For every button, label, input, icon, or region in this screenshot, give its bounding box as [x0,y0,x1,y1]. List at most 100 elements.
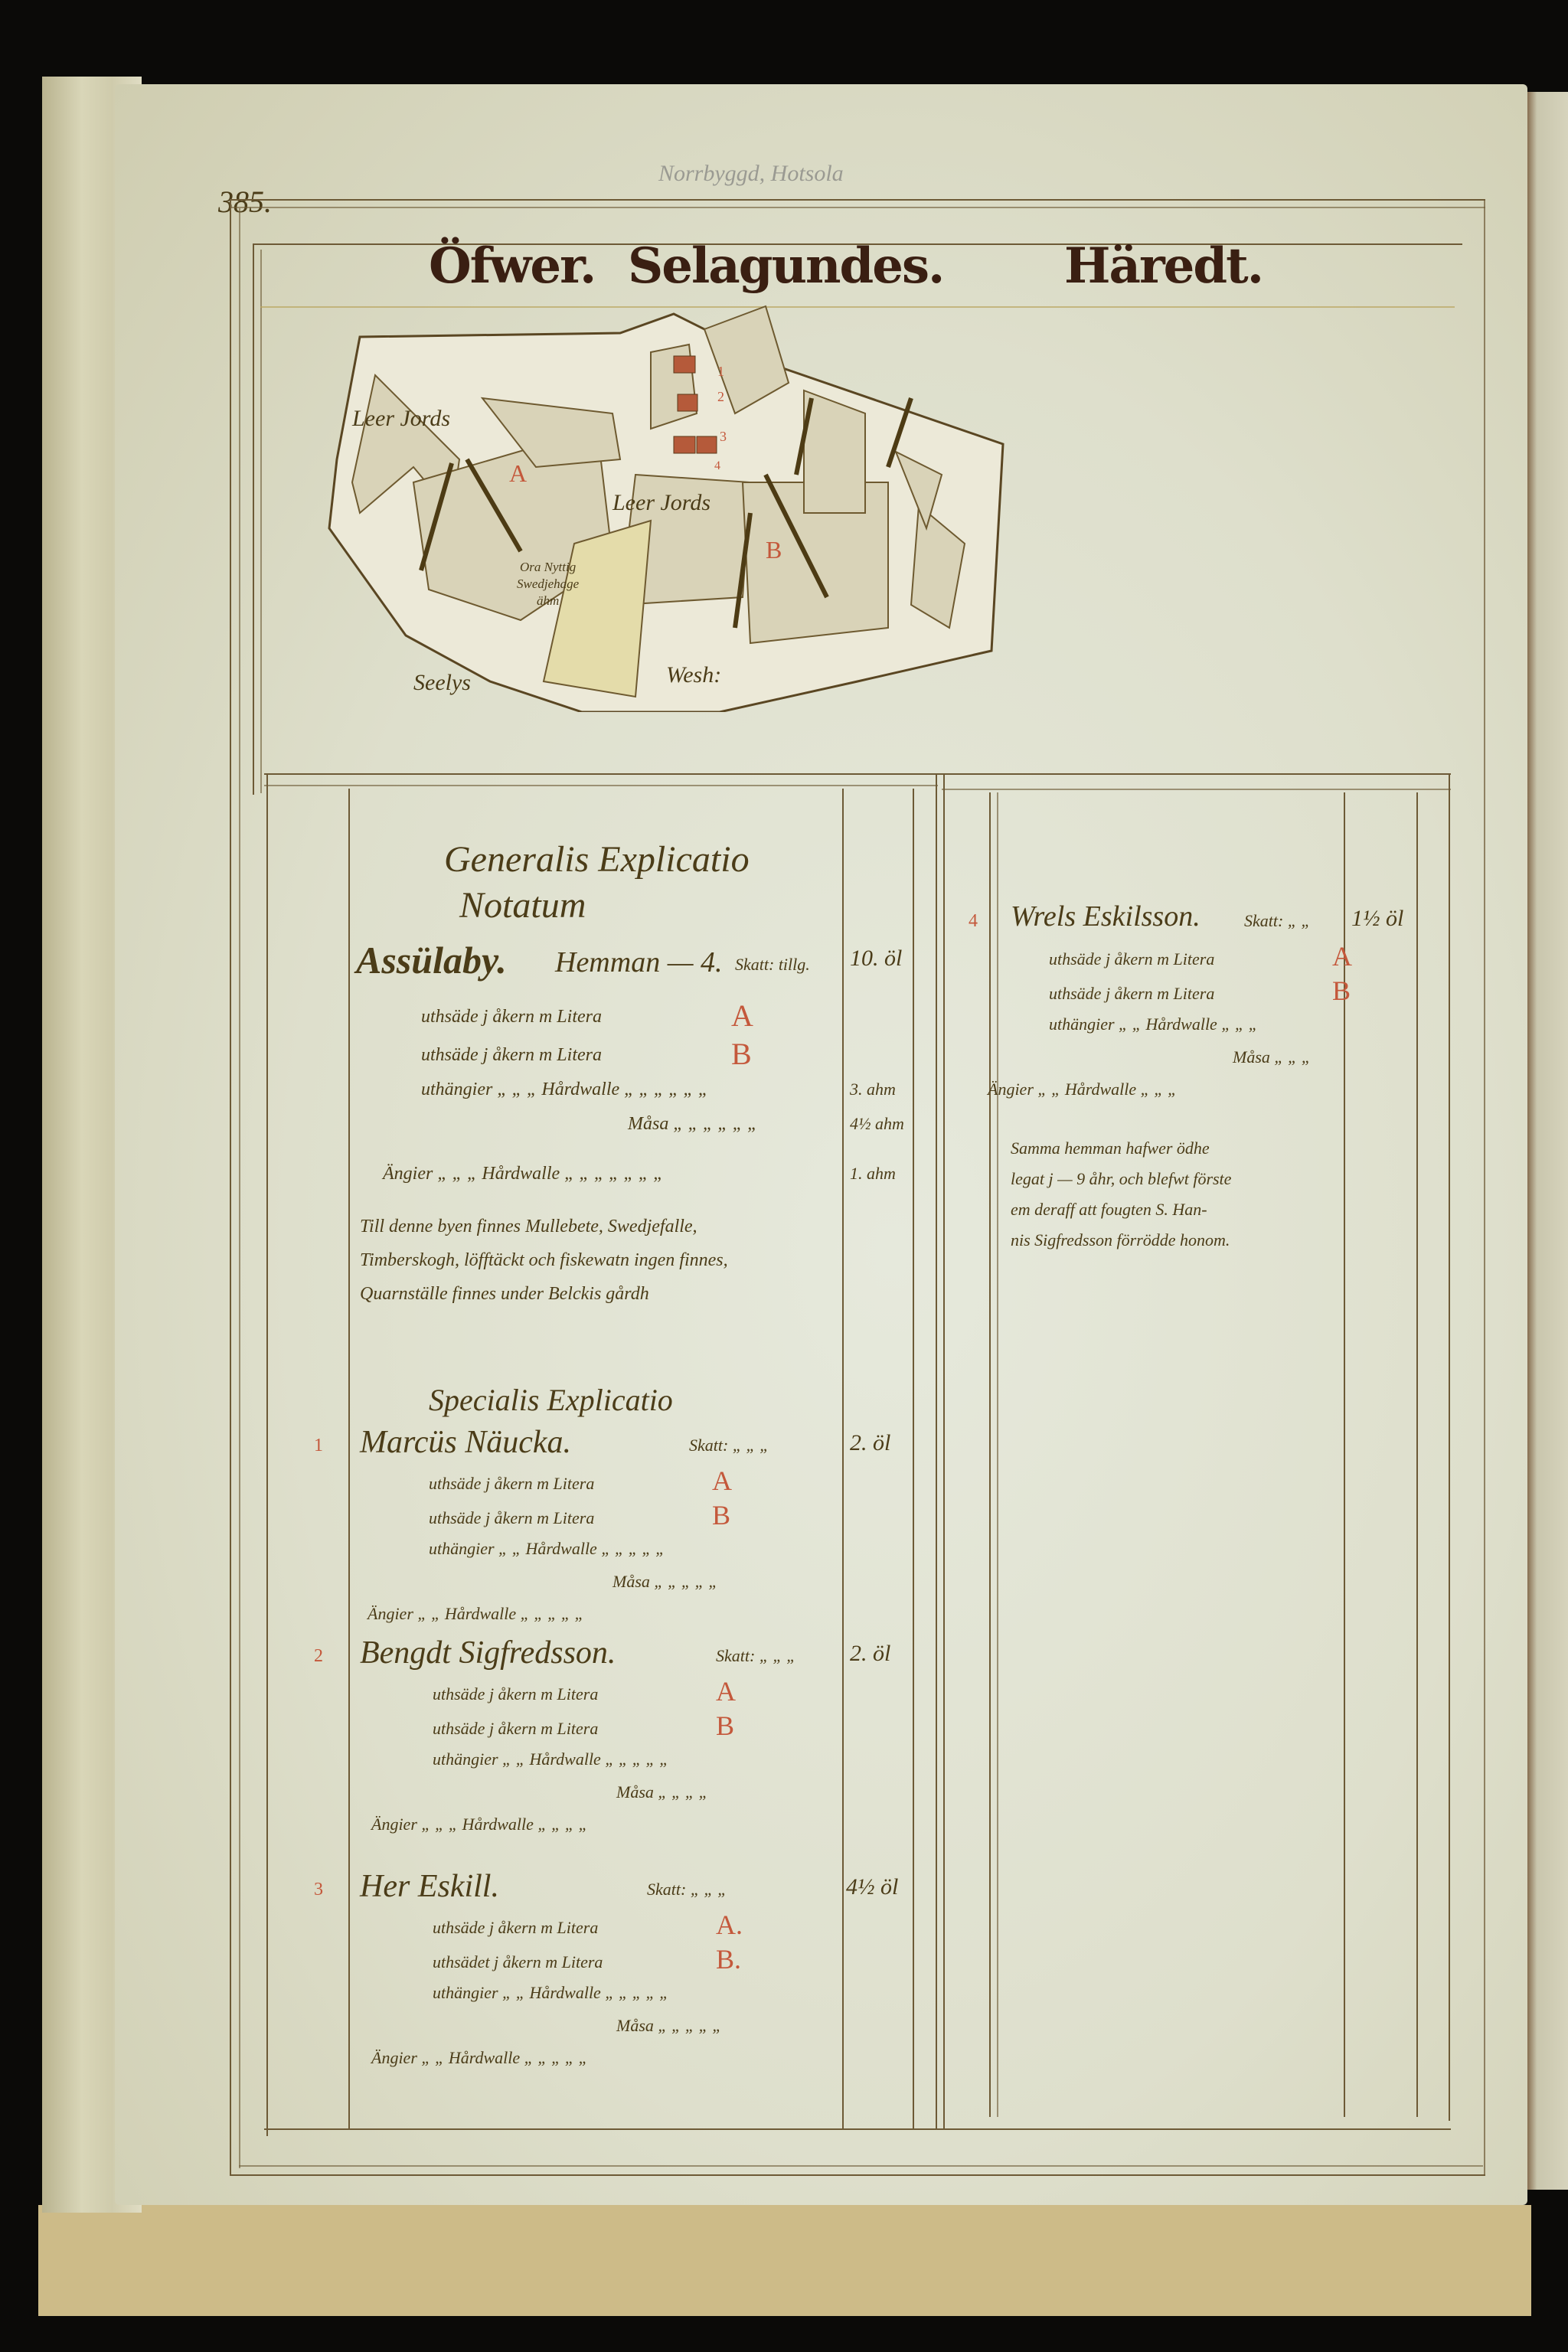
village-name: Assülaby. [356,939,507,982]
right-note: Samma hemman hafwer ödhe legat j — 9 åhr… [1011,1133,1231,1256]
skatt-value: 2. öl [850,1430,891,1455]
table-line [264,785,938,786]
entry-text: uthsäde j åkern m Litera [429,1474,595,1493]
entry-text: Ängier „ „ Hårdwalle „ „ „ „ „ [371,2048,588,2067]
page-number: 385. [218,185,272,219]
entry-text: uthsäde j åkern m Litera [1049,949,1215,969]
entry-text: Måsa „ „ „ [1233,1047,1312,1067]
frame-line [230,201,231,2176]
skatt-label: Skatt: tillg. [735,955,810,974]
literal-letter: A [716,1676,736,1707]
entry-text: uthsäde j åkern m Litera [429,1508,595,1527]
frame-line [230,199,1485,201]
entry-text: uthängier „ „ Hårdwalle „ „ „ „ „ [433,1749,669,1769]
frame-line [230,2174,1485,2176]
compass-label-left: Seelys [413,670,471,695]
field [894,449,943,531]
facing-page-edge [1524,92,1568,2190]
entry-text: uthängier „ „ Hårdwalle „ „ „ „ „ [429,1539,665,1558]
entry-text: uthsäde j åkern m Litera [433,1918,599,1937]
skatt-label: Skatt: „ „ [1244,911,1311,930]
literal-letter: A [712,1465,732,1496]
map-label-leer-jords-2: Leer Jords [612,490,711,515]
literal-letter: B [716,1710,735,1741]
table-line [1344,792,1345,2117]
entry-text: uthsäde j åkern m Litera [421,1045,602,1065]
field [910,503,966,629]
table-line [1416,792,1418,2117]
map-letter-b: B [766,536,782,564]
map-meadow-note: Ora Nyttig Swedjehage ähm [517,559,579,609]
entry-text: Måsa „ „ „ „ „ [612,1572,718,1591]
table-line [348,789,350,2128]
entry-text: uthsäde j åkern m Litera [1049,984,1215,1003]
entry-text: uthsäde j åkern m Litera [433,1684,599,1704]
table-line [1449,773,1450,2121]
frame-line [239,2165,1483,2167]
literal-letter: A [1332,941,1352,972]
table-line [842,789,844,2128]
hemman-count: Hemman — 4. [555,946,723,978]
literal-letter: B [731,1037,752,1071]
note-line: Quarnställe finnes under Belckis gårdh [360,1284,649,1304]
heading-generalis: Generalis Explicatio [444,839,750,880]
person-name: Wrels Eskilsson. [1011,900,1200,933]
entry-text: uthängier „ „ „ Hårdwalle „ „ „ „ „ „ [421,1080,709,1099]
village-note: Till denne byen finnes Mullebete, Swedje… [360,1210,728,1311]
person-name: Bengdt Sigfredsson. [360,1635,616,1671]
note-line: Till denne byen finnes Mullebete, Swedje… [360,1217,697,1236]
person-number: 2 [314,1646,323,1666]
person-name: Marcüs Näucka. [360,1425,572,1460]
note-line: nis Sigfredsson förrödde honom. [1011,1230,1230,1250]
map-farm-number: 4 [714,459,720,472]
literal-letter: A. [716,1909,743,1940]
note-line: legat j — 9 åhr, och blefwt förste [1011,1169,1232,1188]
table-line [997,792,998,2117]
literal-letter: B. [716,1944,742,1975]
entry-text: uthängier „ „ Hårdwalle „ „ „ „ „ [433,1983,669,2002]
entry-text: uthsädet j åkern m Litera [433,1952,603,1971]
table-line [942,789,1451,790]
entry-text: Ängier „ „ Hårdwalle „ „ „ [988,1080,1178,1099]
map-letter-a: A [509,459,528,487]
title-part-3: Häredt. [1064,237,1264,295]
map-label-leer-jords-1: Leer Jords [352,406,451,431]
skatt-label: Skatt: „ „ „ [716,1646,796,1665]
entry-text: Ängier „ „ „ Hårdwalle „ „ „ „ „ „ „ [383,1164,664,1184]
table-line [264,773,1451,775]
skatt-value: 10. öl [850,946,903,971]
entry-text: Måsa „ „ „ „ „ [616,2016,722,2035]
frame-line [253,243,1462,245]
frame-line [260,250,262,793]
skatt-label: Skatt: „ „ „ [647,1880,727,1899]
entry-value: 3. ahm [850,1080,896,1099]
table-line [943,773,945,2128]
skatt-label: Skatt: „ „ „ [689,1436,769,1455]
meadow-note-line: ähm [536,593,560,608]
skatt-value: 1½ öl [1351,906,1404,931]
skatt-value: 4½ öl [846,1874,899,1900]
map-farm-number: 1 [717,364,724,379]
pencil-note: Norrbyggd, Hotsola [658,161,844,186]
table-line [264,2128,1451,2130]
heading-specialis: Specialis Explicatio [429,1383,673,1417]
skatt-value: 2. öl [850,1641,891,1666]
frame-line [239,208,240,2168]
note-line: Timberskogh, löfftäckt och fiskewatn ing… [360,1250,728,1270]
entry-text: uthsäde j åkern m Litera [433,1719,599,1738]
table-line [989,792,991,2117]
map-farm-number: 3 [720,429,727,444]
entry-text: Ängier „ „ Hårdwalle „ „ „ „ „ [368,1604,584,1623]
entry-text: uthsäde j åkern m Litera [421,1007,602,1027]
farm-houses [673,355,717,454]
person-number: 1 [314,1436,323,1455]
entry-value: 1. ahm [850,1164,896,1183]
person-number: 3 [314,1880,323,1900]
field [803,389,866,514]
entry-text: Måsa „ „ „ „ „ „ [628,1114,758,1134]
title-band-line [260,306,1455,308]
literal-letter: B [1332,975,1351,1006]
frame-line [253,243,254,795]
meadow-note-line: Swedjehage [517,577,580,591]
literal-letter: A [731,998,753,1033]
